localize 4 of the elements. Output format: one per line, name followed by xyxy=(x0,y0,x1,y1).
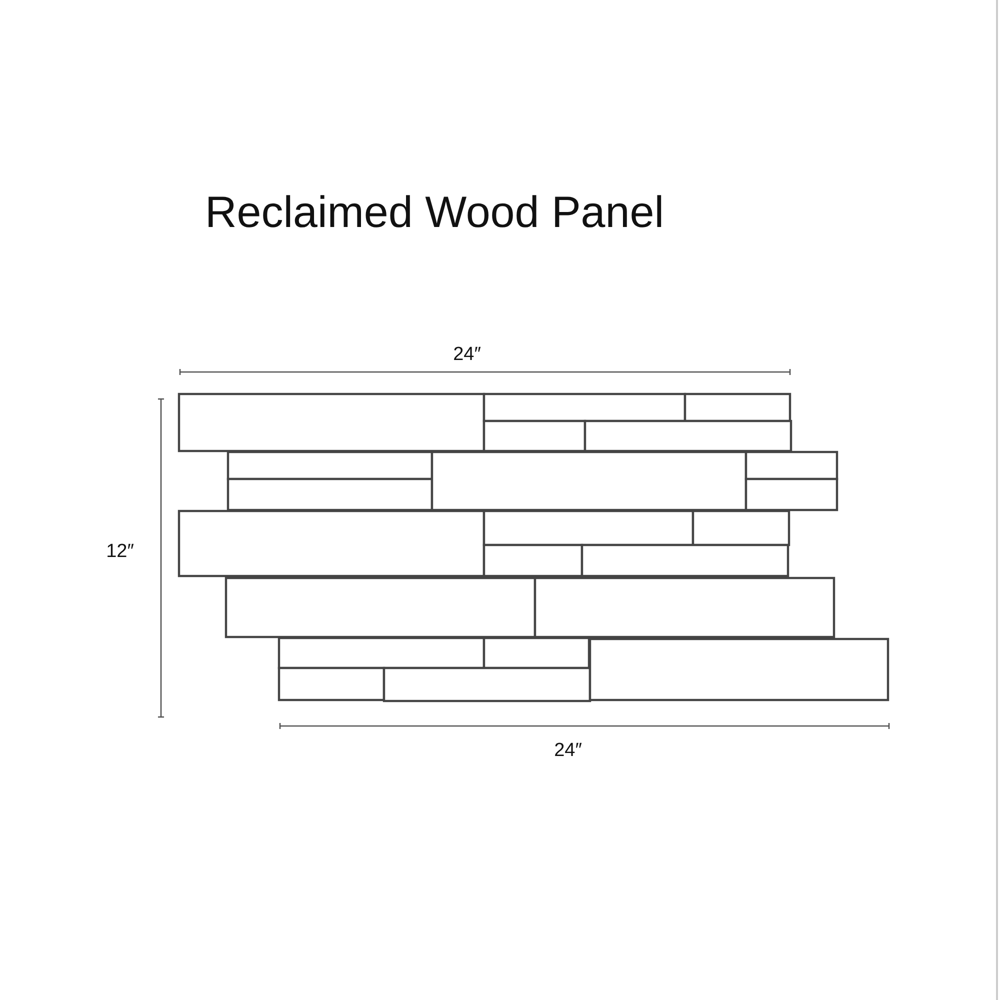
dimension-label: 24″ xyxy=(453,344,481,366)
title: Reclaimed Wood Panel xyxy=(205,188,664,238)
dimension-label: 24″ xyxy=(554,740,582,762)
dimension-label: 12″ xyxy=(106,541,134,563)
